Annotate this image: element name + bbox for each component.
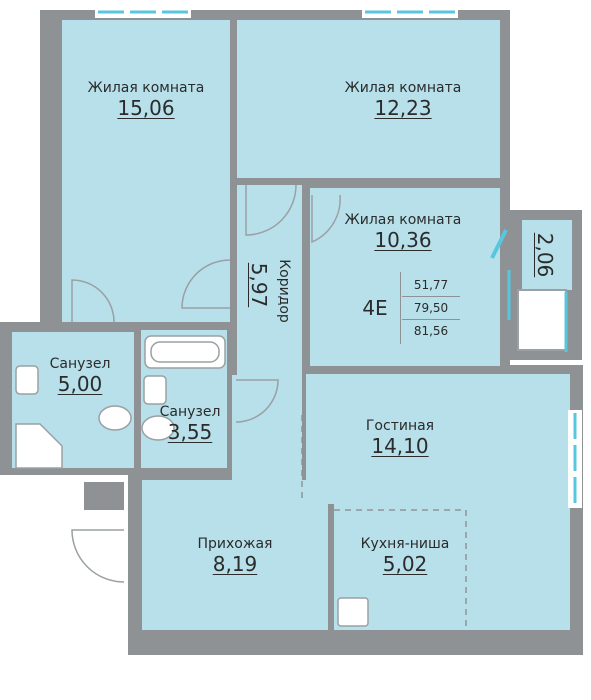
room-corridor <box>237 185 302 375</box>
balcony-area: 2,06 <box>533 232 557 278</box>
kitchen-sink <box>337 597 369 627</box>
room-label-kitchen: Кухня-ниша 5,02 <box>340 536 470 576</box>
room-kitchen <box>334 504 570 630</box>
total-area: 79,50 <box>402 297 460 320</box>
room-name-corridor: Коридор <box>276 259 292 323</box>
room-name: Санузел <box>49 356 111 372</box>
shower-tray <box>15 423 63 469</box>
windows <box>95 6 582 508</box>
room-balcony-stair <box>517 289 567 351</box>
room-name: Гостиная <box>365 418 435 434</box>
apartment-type: 4Е <box>362 296 388 320</box>
room-name: Жилая комната <box>344 80 462 96</box>
room-area: 15,06 <box>117 96 175 120</box>
room-area: 12,23 <box>374 96 432 120</box>
toilet-1 <box>98 405 132 431</box>
room-living-3 <box>310 188 500 366</box>
room-area: 3,55 <box>167 420 213 444</box>
room-balcony <box>522 220 572 290</box>
room-living-room <box>306 374 570 504</box>
kitchen-dividers <box>301 415 467 628</box>
room-label-bath-2: Санузел 3,55 <box>150 404 230 444</box>
room-label-bath-1: Санузел 5,00 <box>20 356 140 396</box>
room-label-living-2: Жилая комната 12,23 <box>300 80 506 120</box>
total-with-balcony: 81,56 <box>413 324 449 338</box>
apartment-tag: 4Е 51,77 79,50 81,56 <box>350 272 460 344</box>
room-area-corridor: 5,97 <box>247 262 271 308</box>
room-name: Санузел <box>159 404 221 420</box>
room-name: Кухня-ниша <box>360 536 450 552</box>
sink-2 <box>143 375 167 405</box>
room-area: 5,00 <box>57 372 103 396</box>
living-area: 51,77 <box>402 274 460 297</box>
sink-1 <box>15 365 39 395</box>
rooms <box>12 20 572 630</box>
room-living-2 <box>237 20 500 178</box>
toilet-2 <box>141 415 175 441</box>
room-area: 14,10 <box>371 434 429 458</box>
room-area: 5,02 <box>382 552 428 576</box>
room-label-hallway: Прихожая 8,19 <box>160 536 310 576</box>
room-name: Прихожая <box>197 536 273 552</box>
room-area: 8,19 <box>212 552 258 576</box>
fixtures <box>15 335 369 627</box>
room-label-living-3: Жилая комната 10,36 <box>310 212 496 252</box>
room-label-living-room: Гостиная 14,10 <box>330 418 470 458</box>
room-name: Жилая комната <box>344 212 462 228</box>
room-label-living-1: Жилая комната 15,06 <box>62 80 230 120</box>
room-living-1 <box>62 20 230 322</box>
room-corridor-lower <box>232 375 302 490</box>
room-name: Жилая комната <box>87 80 205 96</box>
room-area: 10,36 <box>374 228 432 252</box>
doors <box>71 184 341 583</box>
